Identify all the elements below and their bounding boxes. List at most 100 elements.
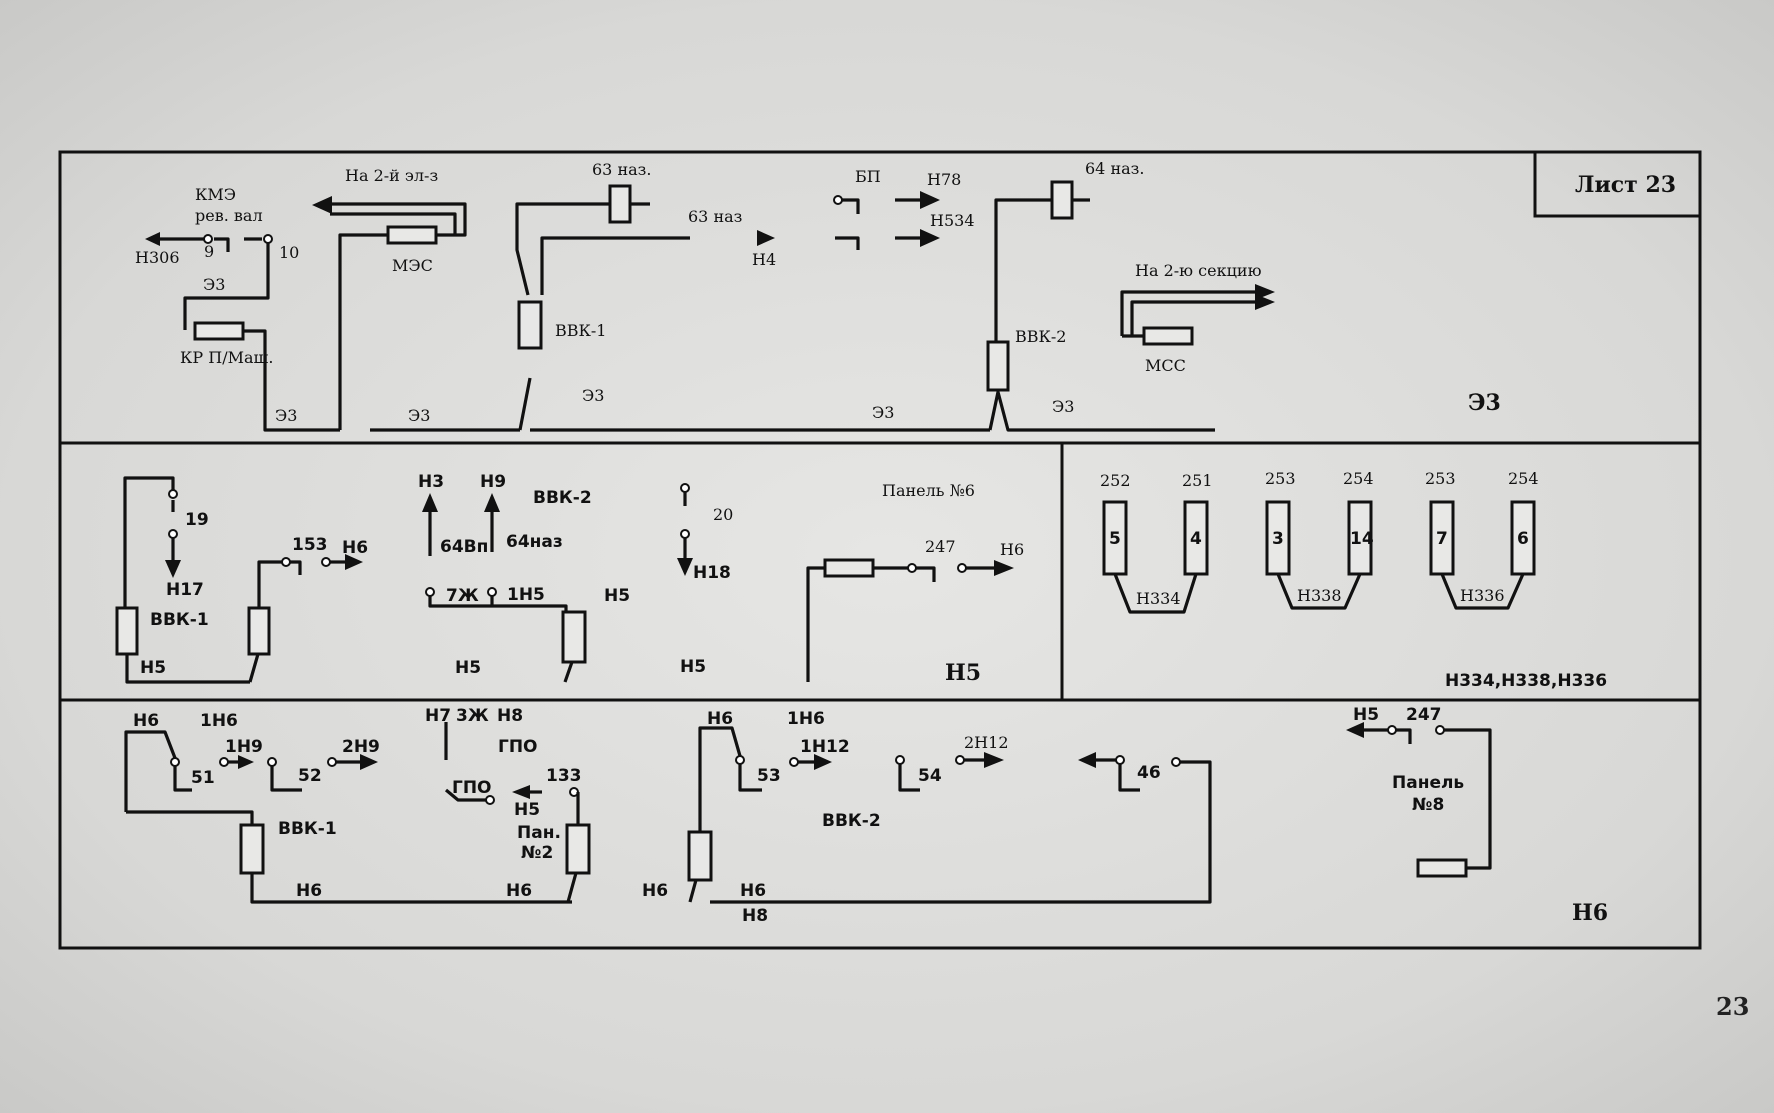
label-7zh: 7Ж (446, 586, 479, 606)
contact-46 (1118, 764, 1140, 792)
label-n6b-mid: Н6 (1000, 540, 1024, 559)
label-1n6: 1Н6 (200, 711, 238, 731)
contact-46-b (1171, 757, 1181, 767)
sheet-title: Лист 23 (1575, 172, 1676, 198)
label-bvk2-mid: ВВК-2 (533, 488, 592, 508)
wire-to-2sec-2 (1130, 300, 1255, 336)
label-n6-d: Н6 (642, 881, 668, 901)
label-1n12: 1Н12 (800, 737, 850, 757)
label-63naz-2: 63 наз (688, 207, 742, 226)
label-panel8-n: №8 (1412, 795, 1444, 815)
label-n5-b: Н5 (604, 586, 630, 606)
arrow-n78 (920, 191, 940, 209)
block-bvk2-top (986, 340, 1010, 392)
label-n5-bot: Н5 (514, 800, 540, 820)
arrow-n18 (677, 558, 693, 576)
block-panel8 (1416, 858, 1468, 878)
contact-54-a (895, 755, 905, 765)
contact-247-bot (1396, 728, 1412, 744)
section-label-e3: Э3 (1468, 390, 1501, 416)
label-64naz-mid: 64наз (506, 532, 563, 552)
block-kr (193, 321, 245, 341)
arrow-n4 (757, 230, 775, 246)
contact-153-b (321, 557, 331, 567)
contact-54-b (955, 755, 965, 765)
terminal-7-num: 7 (1436, 529, 1448, 549)
terminal-5-num: 5 (1109, 529, 1121, 549)
label-n6-e: Н6 (707, 709, 733, 729)
arrow-n5-panel8 (1346, 722, 1364, 738)
label-253-b: 253 (1425, 469, 1456, 488)
label-251: 251 (1182, 471, 1213, 490)
label-n5-a: Н5 (140, 658, 166, 678)
label-n334: Н334 (1136, 589, 1181, 608)
wire-n6-loop (710, 760, 1212, 904)
arrow-n6b (994, 560, 1014, 576)
arrow-n306 (145, 232, 160, 246)
label-n3: Н3 (418, 472, 444, 492)
block-153 (247, 606, 271, 656)
section-label-h6: Н6 (1572, 900, 1608, 926)
wire-n336 (1440, 573, 1525, 610)
kme-contact (214, 237, 230, 252)
wire-n334 (1113, 573, 1198, 614)
contact-51 (173, 766, 192, 792)
diagram-frame (58, 150, 1702, 950)
arrow-n17 (165, 560, 181, 578)
contact-gpo (485, 795, 495, 805)
label-e3-a: Э3 (203, 275, 225, 294)
arrow-n3 (422, 493, 438, 512)
label-n338: Н338 (1297, 586, 1342, 605)
wire-bvk1-right (518, 377, 532, 431)
contact-53-b (789, 757, 799, 767)
label-gpo: ГПО (498, 737, 538, 757)
label-e3-e: Э3 (872, 403, 894, 422)
coil-63naz (608, 184, 632, 224)
arrow-n8-46 (1078, 752, 1096, 768)
label-2n9: 2Н9 (342, 737, 380, 757)
label-n9: Н9 (480, 472, 506, 492)
section-h6: Н6 Н6 1Н6 51 1Н9 52 2Н9 ВВК-1 Н6 Н7 3Ж Н… (124, 705, 1608, 926)
wire-panel6 (806, 566, 825, 682)
label-n5-b-bot: Н5 (1353, 705, 1379, 725)
terminal-14-num: 14 (1350, 529, 1374, 549)
wire-bvk2-bottom (988, 390, 1215, 432)
contact-247-b (957, 563, 967, 573)
wire-to-2sec-1 (1120, 290, 1255, 336)
label-n4: Н4 (752, 250, 776, 269)
label-n17: Н17 (166, 580, 204, 600)
contact-52-b (327, 757, 337, 767)
label-n6-mid: Н6 (342, 538, 368, 558)
arrow-n5-bot (512, 785, 530, 799)
label-1n9: 1Н9 (225, 737, 263, 757)
contact-54 (898, 764, 920, 792)
wire-e3-b (243, 329, 340, 432)
label-rev-val: рев. вал (195, 206, 263, 225)
label-to-2el: На 2-й эл-з (345, 166, 438, 185)
arrow-n9 (484, 493, 500, 512)
label-254-a: 254 (1343, 469, 1374, 488)
label-gpo2: ГПО (452, 778, 492, 798)
label-64naz: 64 наз. (1085, 159, 1144, 178)
label-e3-b: Э3 (275, 406, 297, 425)
contact-19-a (168, 489, 178, 499)
wire-pan2-bottom (566, 872, 578, 903)
label-253-a: 253 (1265, 469, 1296, 488)
label-n8: Н8 (497, 706, 523, 726)
label-n534: Н534 (930, 211, 975, 230)
label-n7: Н7 (425, 706, 451, 726)
wire-e3-a (183, 243, 270, 330)
contact-247-bot-b (1435, 725, 1445, 735)
contact-10 (263, 234, 273, 244)
label-252: 252 (1100, 471, 1131, 490)
wire-7zh (428, 596, 560, 608)
label-bp: БП (855, 167, 881, 186)
label-n18: Н18 (693, 563, 731, 583)
label-n78: Н78 (927, 170, 961, 189)
block-bvk1-bot (239, 823, 265, 875)
label-bvk2-bot: ВВК-2 (822, 811, 881, 831)
block-pan2 (565, 823, 591, 875)
label-bvk1-top: ВВК-1 (555, 321, 606, 340)
contact-bp (833, 195, 843, 205)
label-n8-b: Н8 (742, 906, 768, 926)
